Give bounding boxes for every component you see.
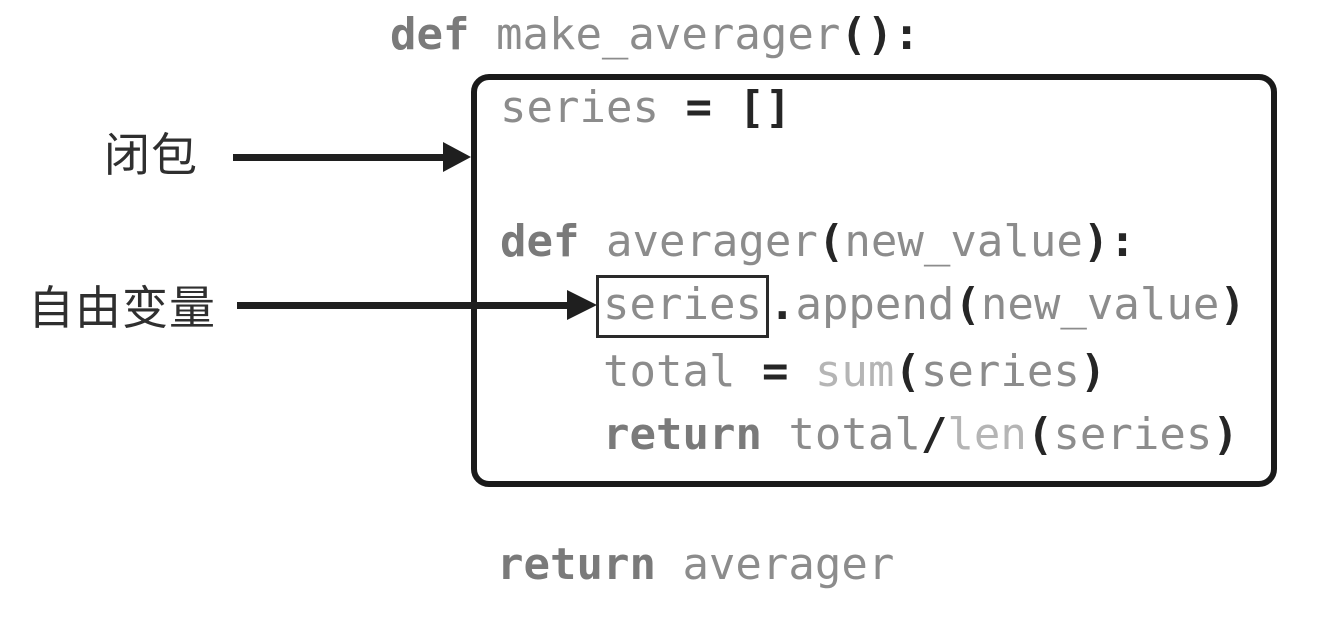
code-token: ) xyxy=(1219,279,1246,330)
code-token: series xyxy=(500,82,686,133)
code-token: len xyxy=(947,409,1027,460)
code-token: ) xyxy=(1079,346,1107,397)
closure-label: 闭包 xyxy=(104,128,198,182)
code-token: append xyxy=(795,279,955,330)
free-variable-arrow-shaft xyxy=(237,302,570,309)
code-token: new_value xyxy=(844,216,1083,267)
code-token: ): xyxy=(1082,216,1136,267)
closure-arrow-head-icon xyxy=(443,142,471,172)
code-token: series xyxy=(920,346,1080,397)
closure-arrow-shaft xyxy=(233,154,447,161)
code-token: . xyxy=(768,279,796,330)
code-token: total xyxy=(788,409,921,460)
code-token: ( xyxy=(894,346,921,397)
code-line-inner-def: def averager(new_value): xyxy=(500,220,1136,264)
code-token: def xyxy=(500,216,606,267)
code-token: / xyxy=(920,409,948,460)
closure-boundary-box xyxy=(471,74,1277,487)
code-line-series-init: series = [] xyxy=(500,86,791,130)
code-token: averager xyxy=(605,216,818,267)
code-token: new_value xyxy=(980,279,1220,330)
code-token: sum xyxy=(814,346,895,397)
code-token: ( xyxy=(817,216,845,267)
code-token: = [] xyxy=(685,82,792,133)
code-token: return xyxy=(603,409,789,460)
code-token: series xyxy=(1053,409,1213,460)
code-token: total xyxy=(603,346,762,397)
code-line-outer-def: def make_averager(): xyxy=(390,13,920,57)
code-token: def xyxy=(390,9,496,60)
free-variable-arrow-head-icon xyxy=(567,290,597,320)
code-line-append: series.append(new_value) xyxy=(596,275,1246,338)
code-token: averager xyxy=(682,539,895,590)
code-line-return-inner: return total/len(series) xyxy=(603,413,1239,457)
code-token: make_averager xyxy=(495,9,841,60)
code-token: (): xyxy=(840,9,920,60)
code-token: ) xyxy=(1212,409,1239,460)
code-token: ( xyxy=(1026,409,1054,460)
code-line-total: total = sum(series) xyxy=(603,350,1106,394)
free-variable-highlight-box: series xyxy=(596,275,769,338)
code-token: = xyxy=(761,346,815,397)
code-token: ( xyxy=(954,279,981,330)
free-variable-label: 自由变量 xyxy=(28,281,216,335)
code-token-free-variable: series xyxy=(603,279,762,330)
code-token: return xyxy=(497,539,683,590)
code-line-return-outer: return averager xyxy=(497,543,894,587)
